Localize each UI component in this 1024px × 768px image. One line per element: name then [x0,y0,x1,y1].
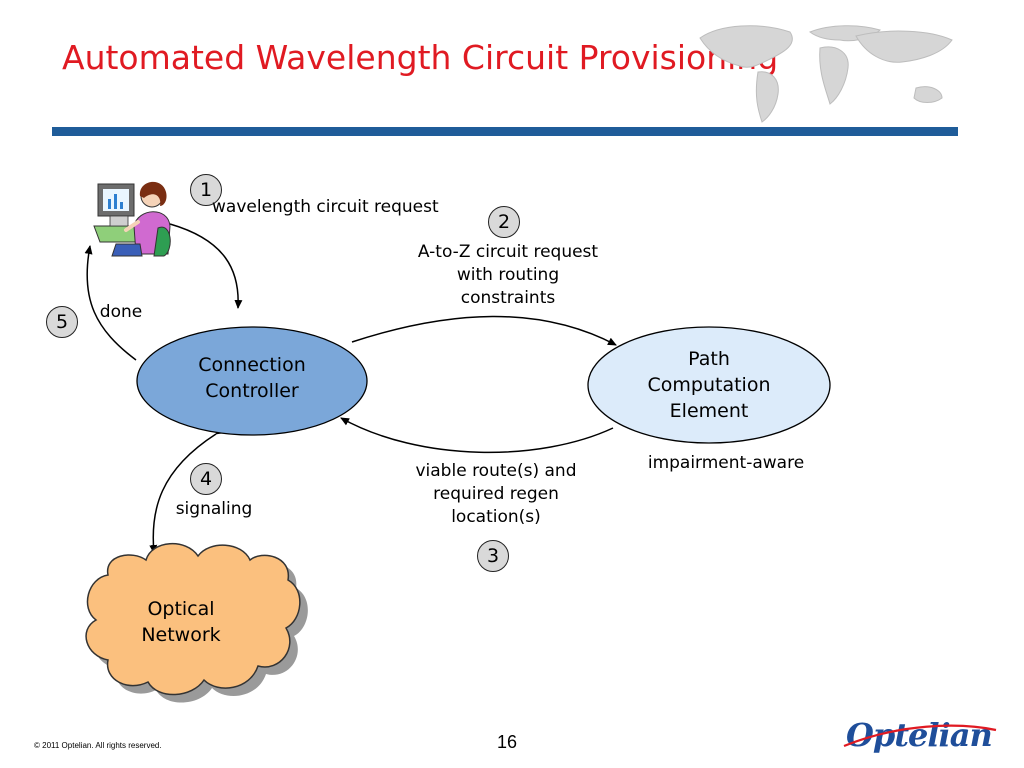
world-map-icon [699,25,953,123]
user-at-computer-icon [93,181,171,257]
arrow-path-request [351,315,617,346]
slide-title: Automated Wavelength Circuit Provisionin… [62,38,779,77]
step-1-label: wavelength circuit request [212,197,439,217]
optical-network-label: Optical Network [141,598,221,646]
step-2-label: A-to-Z circuit request with routing cons… [417,242,599,308]
step-4-label: signaling [175,499,253,519]
step-5-badge: 5 [46,306,78,338]
pce-label: Path Computation Element [647,348,771,422]
optical-network-cloud [85,542,308,703]
connection-controller-node [136,326,368,436]
step-1-badge: 1 [190,174,222,206]
step-3-badge: 3 [477,540,509,572]
arrow-request [169,223,243,309]
logo-swoosh [843,724,997,748]
connection-controller-label: Connection Controller [198,354,306,402]
arrow-signaling [149,426,225,554]
copyright-footer: © 2011 Optelian. All rights reserved. [34,741,162,750]
step-5-label: done [99,302,143,322]
arrow-path-reply [340,417,614,454]
company-logo: Optelian [846,716,993,754]
step-4-badge: 4 [190,463,222,495]
arrow-done [84,245,137,361]
step-3-label: viable route(s) and required regen locat… [415,461,577,527]
title-rule [52,127,958,136]
step-2-badge: 2 [488,206,520,238]
pce-node [587,326,831,444]
page-number: 16 [497,732,518,752]
pce-note: impairment-aware [647,453,805,473]
